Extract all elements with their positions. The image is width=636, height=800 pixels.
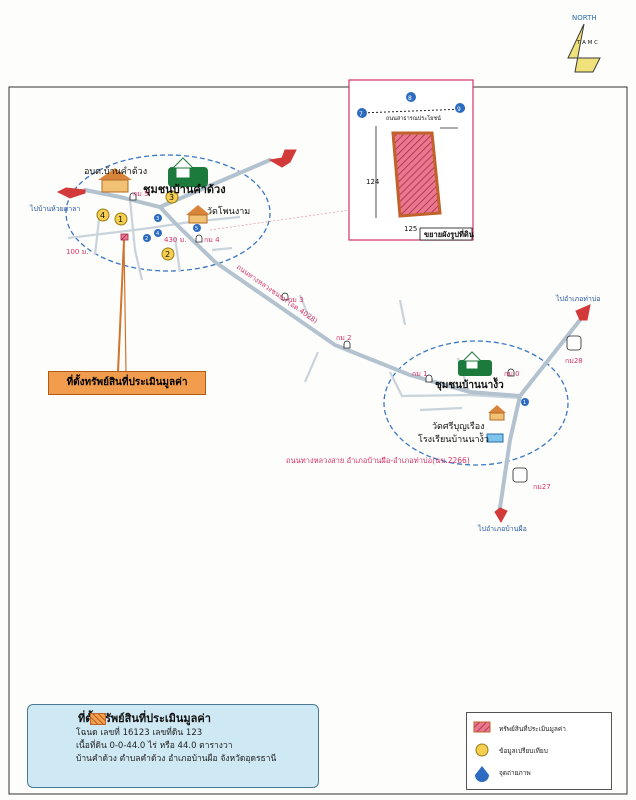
legend-viewpoint: จุดถ่ายภาพ — [473, 765, 531, 785]
info-line-address: บ้านคำด้วง ตำบลคำด้วง อำเภอบ้านผือ จังหว… — [76, 754, 277, 764]
legend-subject-label: ทรัพย์สินที่ประเมินมูลค่า — [499, 725, 566, 733]
label-route-2266: ถนนทางหลวงสาย อำเภอบ้านผือ-อำเภอท่าบ่อ(น… — [286, 456, 470, 465]
north-label: NORTH — [572, 14, 597, 22]
label-temple-phon-ngam: วัดโพนงาม — [207, 206, 250, 217]
info-line-deed: โฉนด เลขที่ 16123 เลขที่ดิน 123 — [76, 728, 203, 738]
label-km2: กม 2 — [336, 334, 352, 342]
minor-roads — [67, 199, 521, 412]
subject-pointer — [117, 239, 125, 373]
info-line-area: เนื้อที่ดิน 0-0-44.0 ไร่ หรือ 44.0 ตาราง… — [76, 741, 233, 751]
label-viewpoint-5: 5 — [195, 226, 198, 232]
label-comparable-2: 2 — [165, 250, 170, 259]
inset-caption: ขยายผังรูปที่ดิน — [424, 228, 475, 240]
inset-road-line — [359, 108, 466, 114]
label-school-na-ngua: โรงเรียนบ้านนาง้ัว — [418, 433, 489, 445]
inset-point-7: 7 — [359, 111, 363, 118]
label-to-ban-phue: ไปอำเภอบ้านผือ — [477, 524, 527, 533]
inset-subject-parcel — [391, 131, 442, 218]
north-arrow-icon — [567, 23, 601, 73]
info-box: ที่ตั้งทรัพย์สินที่ประเมินมูลค่า โฉนด เล… — [27, 704, 319, 788]
kham-kuang-boundary — [65, 154, 271, 272]
legend-comparable-label: ข้อมูลเปรียบเทียบ — [499, 747, 548, 755]
inset-bottom-number: 125 — [404, 225, 417, 233]
label-distance-430: 430 ม. — [164, 236, 186, 244]
school-icon — [486, 433, 504, 443]
label-temple-si-bun-rueang: วัดศรีบุญเรือง — [432, 421, 485, 432]
label-km27: กม27 — [533, 483, 551, 491]
label-comparable-3: 3 — [169, 193, 174, 202]
page-frame — [8, 86, 628, 795]
label-tambon-office: อบต.บ้านคำด้วง — [84, 166, 147, 177]
label-to-huai-sala: ไปบ้านห้วยศาลา — [29, 204, 80, 213]
legend-subject-icon — [473, 721, 491, 733]
label-community-na-ngua: ชุมชนบ้านนาง้ัว — [435, 376, 504, 391]
na-ngua-house-icon — [458, 351, 492, 376]
label-comparable-4: 4 — [100, 211, 105, 220]
label-km4: กม 4 — [204, 236, 220, 244]
legend-viewpoint-label: จุดถ่ายภาพ — [499, 769, 531, 777]
inset-points — [357, 92, 465, 118]
comparable-markers — [96, 190, 179, 261]
label-community-kham-kuang: ชุมชนบ้านคำด้วง — [143, 183, 226, 197]
label-km3: กม 3 — [288, 296, 304, 304]
label-km0: กม 0 — [504, 370, 520, 378]
inset-point-8: 8 — [408, 95, 412, 102]
tambon-office-icon — [98, 168, 132, 193]
legend-subject: ทรัพย์สินที่ประเมินมูลค่า — [473, 721, 566, 735]
label-to-tha-bo: ไปอำเภอท่าบ่อ — [555, 294, 601, 303]
map-legend: ทรัพย์สินที่ประเมินมูลค่า ข้อมูลเปรียบเท… — [466, 712, 612, 790]
na-ngua-temple-icon — [488, 405, 506, 421]
info-title: ที่ตั้งทรัพย์สินที่ประเมินมูลค่า — [78, 712, 211, 725]
label-public-road: ถนนสาธารณประโยชน์ — [386, 114, 441, 122]
legend-comparable-icon — [475, 743, 489, 757]
north-letters: T A M C — [576, 40, 598, 46]
label-viewpoint-2: 2 — [145, 236, 148, 242]
subject-pointer-2 — [123, 239, 127, 373]
label-km28: กม28 — [565, 357, 583, 365]
subject-parcel-marker — [120, 233, 129, 241]
inset-left-number: 124 — [366, 178, 380, 186]
house-icon — [168, 157, 208, 187]
label-km5: กม 5 — [133, 190, 149, 198]
inset-point-9: 9 — [457, 106, 461, 113]
label-comparable-1: 1 — [118, 215, 123, 224]
label-viewpoint-1: 1 — [523, 400, 526, 406]
subject-location-label: ที่ตั้งทรัพย์สินที่ประเมินมูลค่า — [48, 371, 206, 395]
subject-swatch-icon — [90, 713, 106, 725]
viewpoint-markers — [143, 214, 529, 406]
na-ngua-boundary — [383, 340, 569, 466]
label-route-4028: ถนนทางหลวงชนบท (อด.4028) — [235, 263, 319, 325]
label-viewpoint-4: 4 — [156, 231, 159, 237]
label-km1: กม 1 — [412, 370, 428, 378]
legend-viewpoint-icon — [475, 766, 489, 782]
label-viewpoint-3: 3 — [156, 216, 159, 222]
label-distance-100: 100 ม. — [66, 248, 88, 256]
inset-connector — [209, 209, 351, 231]
temple-icon — [186, 205, 210, 224]
legend-comparable: ข้อมูลเปรียบเทียบ — [473, 743, 548, 759]
km-post-icons — [129, 192, 582, 483]
direction-arrows — [56, 149, 591, 524]
main-roads — [83, 158, 582, 510]
inset-caption-box — [419, 227, 473, 241]
